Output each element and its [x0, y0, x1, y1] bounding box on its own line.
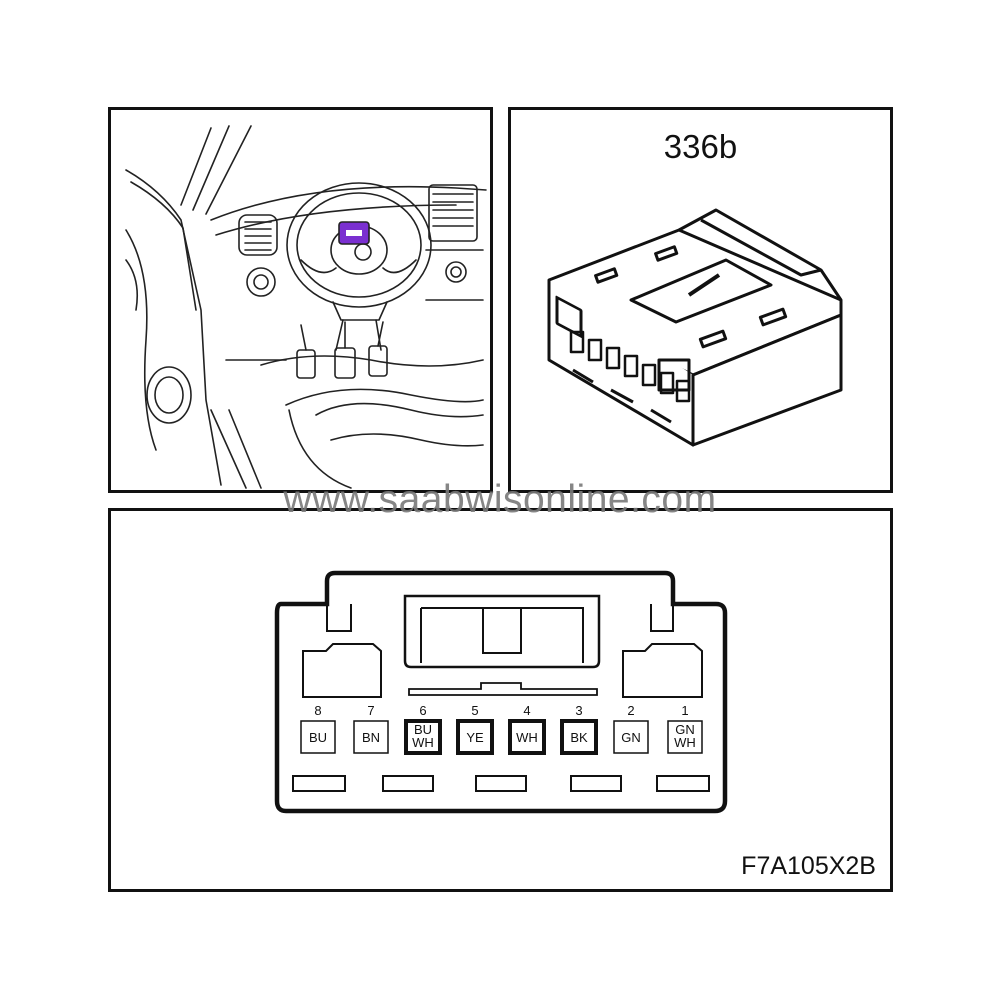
pin-wire-color: GN: [675, 722, 695, 737]
pin-cavity: [404, 719, 442, 755]
pin-wire-color: YE: [466, 730, 484, 745]
pin-number: 2: [627, 703, 634, 718]
pin-number: 6: [419, 703, 426, 718]
pin-number: 7: [367, 703, 374, 718]
pin-7: 7BN: [353, 703, 389, 754]
pin-cavity: [508, 719, 546, 755]
pin-3: 3BK: [560, 703, 598, 755]
pin-wire-color: WH: [516, 730, 538, 745]
pin-cavity: [667, 720, 703, 754]
pin-number: 1: [681, 703, 688, 718]
connector-view-panel: 336b: [508, 107, 893, 493]
pin-cavity: [613, 720, 649, 754]
pin-wire-color: WH: [674, 735, 696, 750]
dashboard-line-art: [125, 125, 487, 489]
pin-4: 4WH: [508, 703, 546, 755]
pin-wire-color: BK: [570, 730, 588, 745]
pin-8: 8BU: [300, 703, 336, 754]
connector-3d-drawing: [547, 208, 843, 447]
pin-wire-color: BU: [414, 722, 432, 737]
location-illustration-panel: [108, 107, 493, 493]
pin-2: 2GN: [613, 703, 649, 754]
pin-cavity: [560, 719, 598, 755]
pin-wire-color: BN: [362, 730, 380, 745]
pin-cavity: [300, 720, 336, 754]
connector-housing: [274, 570, 728, 814]
pin-5: 5YE: [456, 703, 494, 755]
pin-number: 3: [575, 703, 582, 718]
pin-wire-color: GN: [621, 730, 641, 745]
pin-number: 5: [471, 703, 478, 718]
connector-id-label: 336b: [663, 128, 738, 165]
pin-wire-color: BU: [309, 730, 327, 745]
pin-number: 4: [523, 703, 530, 718]
pin-cavity: [456, 719, 494, 755]
pin-number: 8: [314, 703, 321, 718]
pin-wire-color: WH: [412, 735, 434, 750]
pin-cavity: [353, 720, 389, 754]
figure-code: F7A105X2B: [741, 852, 876, 880]
